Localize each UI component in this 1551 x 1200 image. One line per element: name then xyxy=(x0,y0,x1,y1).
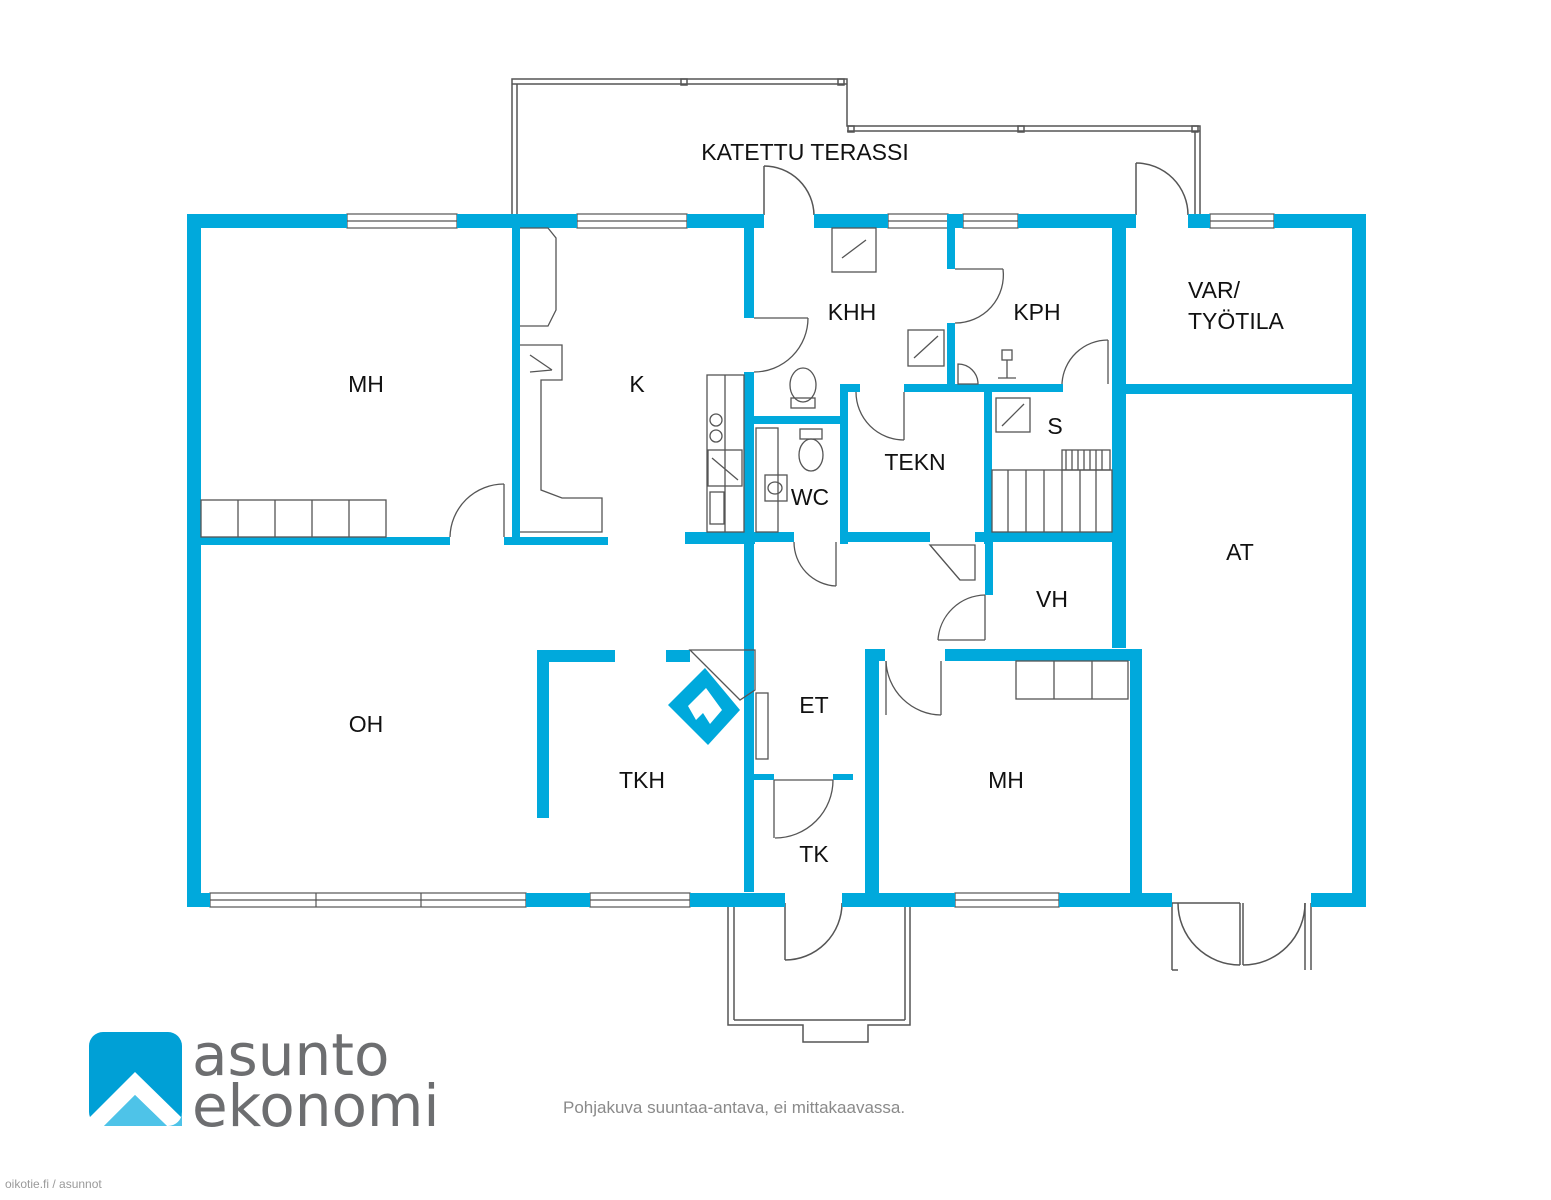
room-label-var: VAR/ xyxy=(1188,277,1241,303)
room-label-tkh: TKH xyxy=(619,767,665,793)
logo-word-asunto: asunto xyxy=(192,1021,390,1089)
room-label-tk: TK xyxy=(799,841,829,867)
room-label-wc: WC xyxy=(791,484,829,510)
room-label-et: ET xyxy=(799,692,828,718)
walls xyxy=(187,214,1366,907)
logo-word-ekonomi: ekonomi xyxy=(192,1072,440,1140)
room-label-s: S xyxy=(1047,413,1062,439)
room-label-vh: VH xyxy=(1036,586,1068,612)
porch-outline xyxy=(727,902,1312,1043)
terrace-outline xyxy=(511,78,1201,216)
room-labels: KATETTU TERASSI MH K KHH KPH VAR/ TYÖTIL… xyxy=(348,139,1284,867)
asuntoekonomi-logo: asunto ekonomi xyxy=(89,1021,440,1140)
room-label-at: AT xyxy=(1226,539,1254,565)
windows xyxy=(209,213,1275,908)
room-label-k: K xyxy=(629,371,645,397)
doors-fixtures xyxy=(200,227,1129,839)
source-credit: oikotie.fi / asunnot xyxy=(5,1177,102,1191)
room-label-mh2: MH xyxy=(988,767,1024,793)
disclaimer-note: Pohjakuva suuntaa-antava, ei mittakaavas… xyxy=(563,1098,905,1117)
fireplace xyxy=(668,668,740,745)
house-roof-icon xyxy=(89,1032,182,1126)
room-label-terrace: KATETTU TERASSI xyxy=(701,139,908,165)
room-label-tyotila: TYÖTILA xyxy=(1188,308,1285,334)
room-label-mh1: MH xyxy=(348,371,384,397)
room-label-oh: OH xyxy=(349,711,384,737)
room-label-khh: KHH xyxy=(828,299,877,325)
room-label-kph: KPH xyxy=(1013,299,1060,325)
room-label-tekn: TEKN xyxy=(884,449,945,475)
